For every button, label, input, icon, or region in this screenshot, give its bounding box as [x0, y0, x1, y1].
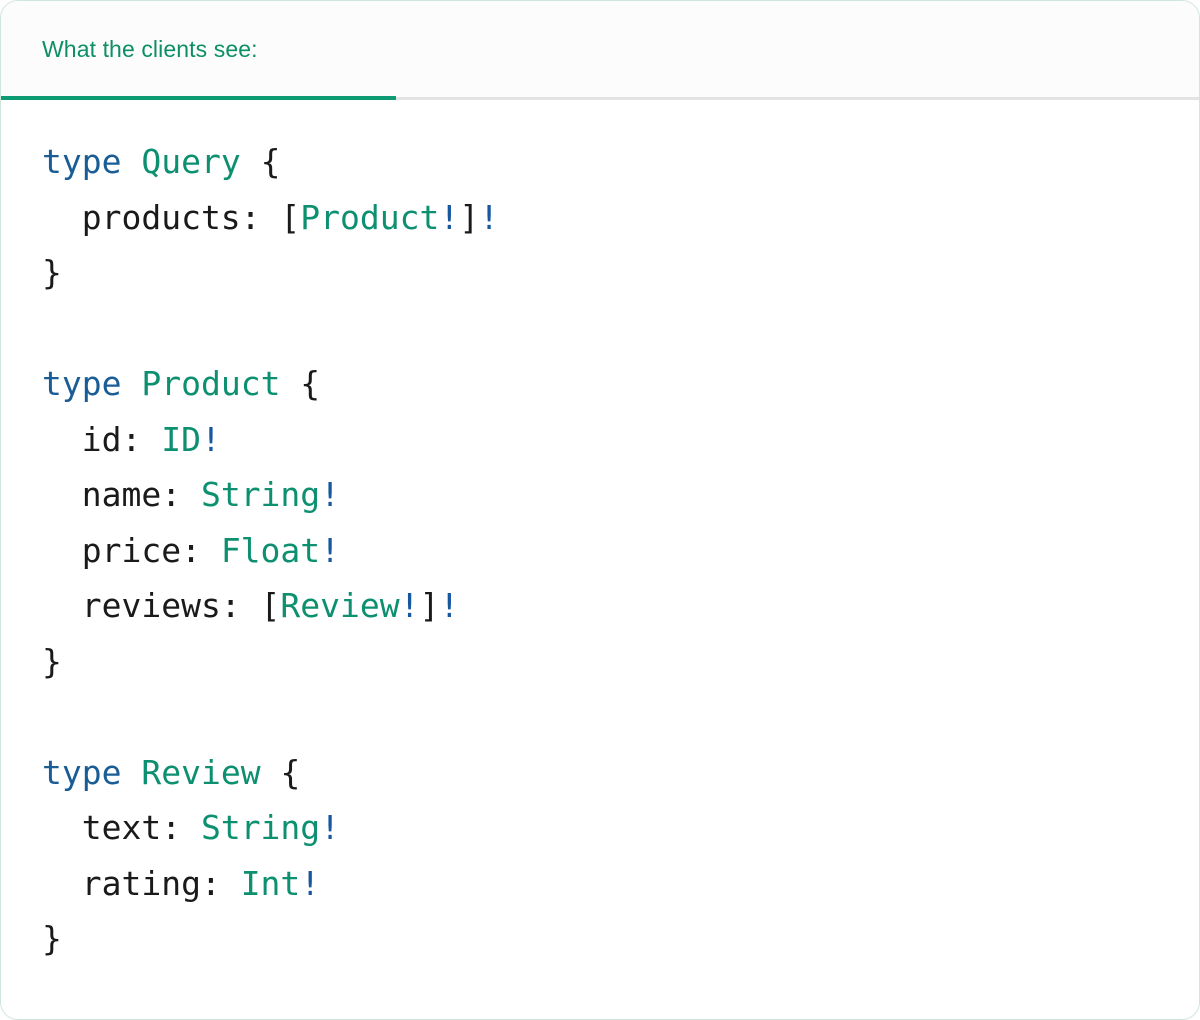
code-line: }	[42, 919, 62, 958]
code-line	[42, 301, 1199, 357]
code-token: price:	[42, 530, 221, 570]
code-token: }	[42, 641, 62, 681]
code-token: }	[42, 253, 62, 292]
code-token: Query	[141, 142, 241, 181]
code-token: !	[439, 197, 460, 237]
code-token: type	[42, 142, 122, 181]
code-line: text: String!	[42, 808, 340, 847]
code-token: {	[260, 752, 301, 792]
code-token: {	[280, 364, 321, 403]
code-token: String	[200, 808, 321, 847]
code-line: name: String!	[42, 475, 340, 514]
code-token	[121, 364, 141, 403]
code-line	[42, 689, 1199, 745]
code-token: Product	[141, 364, 281, 403]
tab-strip: What the clients see:	[1, 1, 1199, 100]
code-token: {	[240, 142, 281, 181]
code-token: !	[399, 586, 420, 625]
code-line: }	[42, 642, 62, 681]
code-token: !	[320, 475, 341, 514]
code-line: type Product {	[42, 364, 320, 403]
code-token: !	[200, 419, 221, 459]
code-token	[121, 142, 141, 181]
code-token	[121, 753, 141, 792]
code-token: text:	[42, 808, 201, 847]
code-token: !	[300, 863, 321, 903]
code-token: Float	[220, 530, 321, 570]
code-token: !	[320, 530, 341, 570]
code-line: id: ID!	[42, 420, 221, 459]
code-token: id:	[42, 419, 162, 459]
code-token: Review	[141, 752, 261, 792]
code-token: [	[260, 586, 281, 625]
code-token: ]	[419, 586, 440, 625]
code-token: type	[42, 752, 122, 792]
tab-what-the-clients-see[interactable]: What the clients see:	[1, 1, 396, 100]
code-line: products: [Product!]!	[42, 198, 499, 237]
code-line: rating: Int!	[42, 864, 320, 903]
code-token: ID	[161, 419, 201, 459]
code-area: type Query { products: [Product!]! } typ…	[1, 100, 1199, 1018]
code-line: reviews: [Review!]!	[42, 586, 460, 625]
code-line: type Query {	[42, 142, 280, 181]
code-line: }	[42, 253, 62, 292]
graphql-schema-code: type Query { products: [Product!]! } typ…	[42, 134, 1199, 967]
code-token: name:	[42, 475, 201, 514]
code-line: type Review {	[42, 753, 300, 792]
code-token: !	[479, 197, 499, 237]
code-token: Review	[280, 586, 400, 625]
code-token: String	[200, 475, 321, 514]
code-line: price: Float!	[42, 531, 340, 570]
tab-label: What the clients see:	[42, 35, 258, 62]
code-token: !	[439, 586, 460, 625]
code-token: Int	[240, 863, 301, 903]
code-token: ]	[459, 197, 480, 237]
code-token: type	[42, 364, 122, 403]
code-token: Product	[300, 197, 440, 237]
code-token: reviews:	[42, 586, 261, 625]
code-token: rating:	[42, 863, 241, 903]
code-token: }	[42, 919, 62, 958]
code-token: !	[320, 808, 341, 847]
tab-active-indicator	[1, 96, 396, 100]
code-token: [	[280, 197, 301, 237]
code-token: products:	[42, 197, 281, 237]
